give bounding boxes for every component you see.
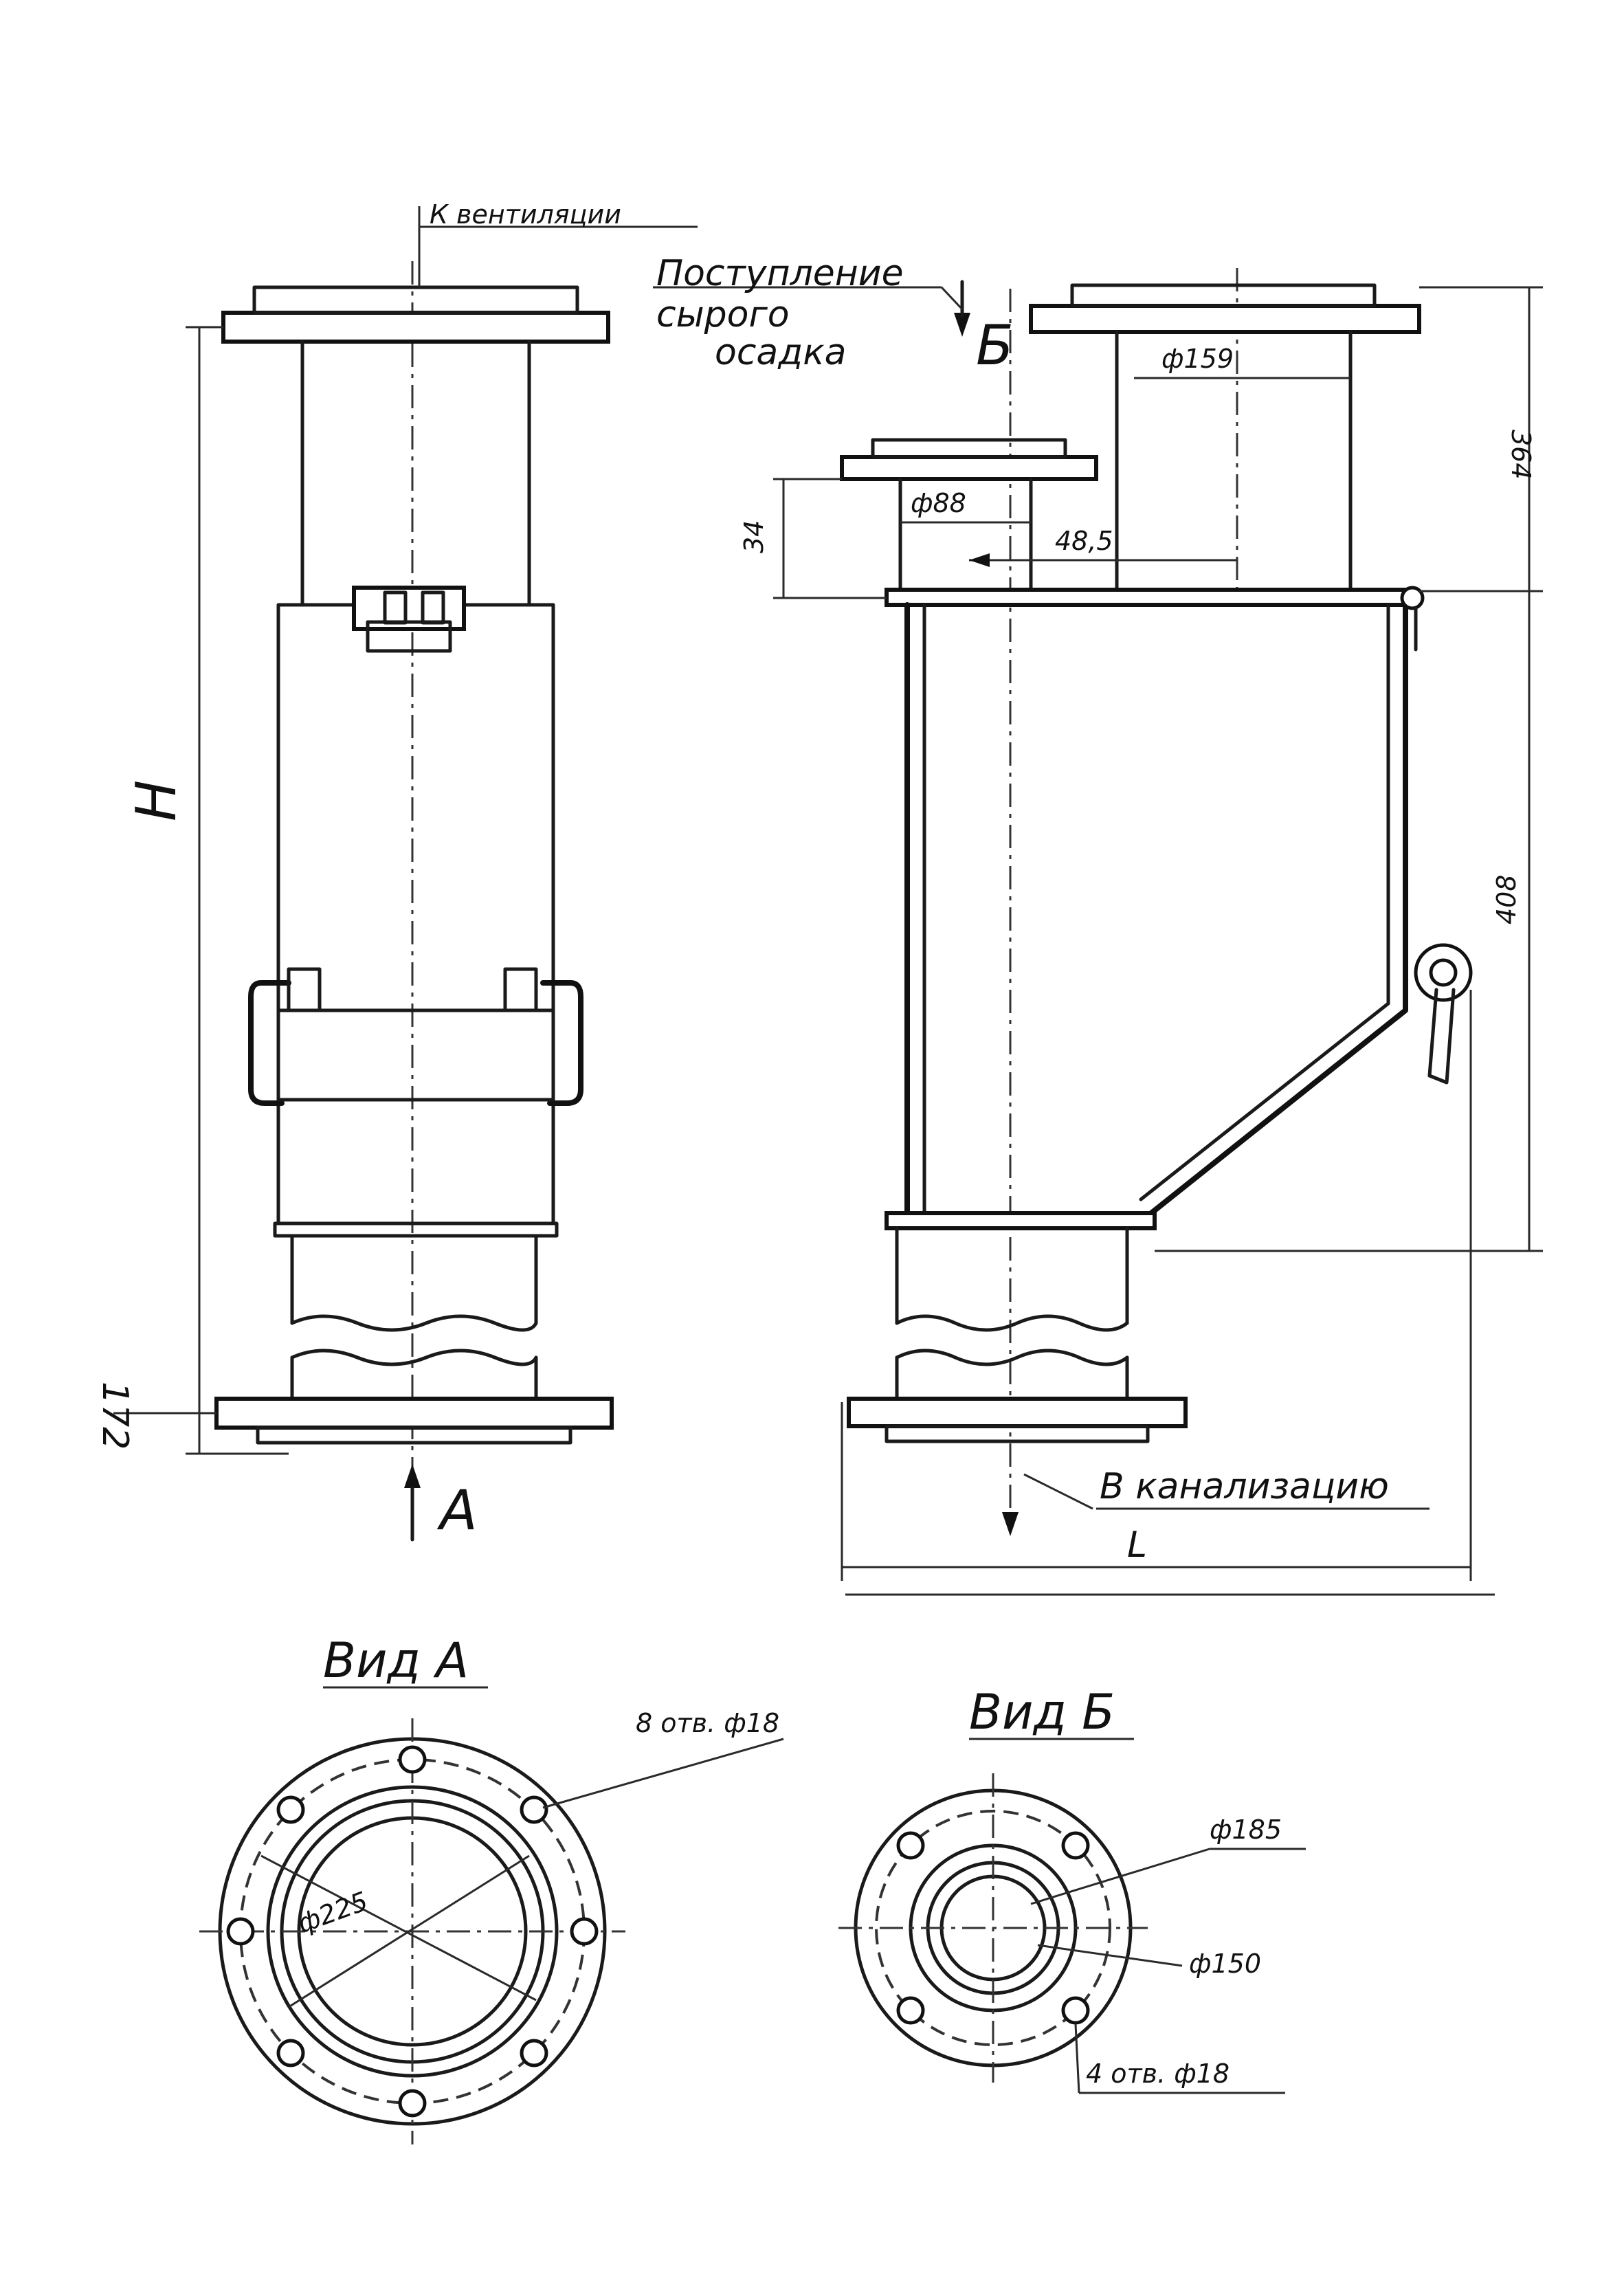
view-a-hole-7 <box>226 1917 255 1946</box>
vent-flange <box>1029 304 1421 334</box>
outlet-break-upper <box>895 1314 1129 1332</box>
top-flange <box>221 311 610 344</box>
view-b-hole-2 <box>1061 1831 1090 1860</box>
dia-150-leader <box>1037 1944 1183 1967</box>
sludge-note-leader <box>940 286 964 311</box>
dim-d159-label: ф159 <box>1161 344 1234 374</box>
dim-485-arrow <box>969 553 990 567</box>
outlet-flange-lip <box>885 1424 1150 1443</box>
sludge-note-line-1: Поступление <box>656 253 904 294</box>
bottom-flange-lip <box>256 1426 572 1445</box>
view-b-title: Вид Б <box>969 1684 1115 1740</box>
view-b-bolt-circle <box>875 1810 1111 2046</box>
top-flange-lip <box>252 285 579 315</box>
lower-band <box>273 1221 559 1238</box>
dim-172-label: 172 <box>94 1382 135 1450</box>
dim-34-label: 34 <box>739 520 769 553</box>
view-a-hole-2 <box>520 1795 548 1824</box>
view-b-hole-1 <box>896 1831 925 1860</box>
body-bottom-plate <box>885 1211 1157 1230</box>
left-view <box>113 261 614 1542</box>
view-a <box>199 1686 784 2144</box>
view-a-hole-1 <box>398 1745 427 1774</box>
view-a-diag-2 <box>288 1854 530 2008</box>
sludge-note-line-2: сырого <box>656 294 790 335</box>
hinge-pin-right <box>421 590 445 625</box>
to-sewer-label: В канализацию <box>1100 1466 1389 1507</box>
vent-note: К вентиляции <box>430 199 621 230</box>
outlet-break-lower <box>895 1349 1129 1366</box>
bottom-flange <box>214 1397 614 1430</box>
left-body <box>276 603 555 1226</box>
view-b-marker: Б <box>976 313 1014 377</box>
dia-150-label: ф150 <box>1189 1949 1261 1979</box>
dim-364-label: 364 <box>1506 430 1536 480</box>
view-b-hole-4 <box>896 1996 925 2025</box>
view-a-hole-3 <box>570 1917 599 1946</box>
outlet-flange <box>847 1397 1188 1428</box>
holes-4-leader <box>1074 2023 1080 2094</box>
arrow-b <box>954 313 970 337</box>
view-a-title: Вид А <box>323 1632 469 1689</box>
view-a-inner-1 <box>266 1785 559 2078</box>
arrow-sewer <box>1002 1512 1019 1536</box>
clamp-right <box>503 967 538 1012</box>
view-a-hole-6 <box>276 2039 305 2067</box>
sloped-bottom <box>1148 1001 1408 1216</box>
dim-d88-label: ф88 <box>911 488 966 518</box>
sewer-leader-diag <box>1023 1473 1093 1510</box>
dia-185-leader <box>1030 1848 1210 1905</box>
vent-flange-lip <box>1070 283 1377 308</box>
inlet-flange-lip <box>871 438 1067 459</box>
handle-left <box>248 980 291 1106</box>
drain-valve-core <box>1429 958 1458 987</box>
handle-right <box>540 980 583 1106</box>
dia-185-label: ф185 <box>1210 1815 1282 1845</box>
clamp-left <box>287 967 322 1012</box>
dim-408-label: 408 <box>1491 874 1522 924</box>
holes-8-leader <box>542 1738 784 1809</box>
view-a-marker: А <box>436 1478 478 1542</box>
body-top-plate <box>885 588 1411 607</box>
right-view <box>773 268 1543 1596</box>
inlet-flange <box>840 455 1098 481</box>
view-b-hole-3 <box>1061 1996 1090 2025</box>
sludge-note-line-3: осадка <box>715 332 847 373</box>
dim-H-label: Н <box>124 780 188 821</box>
view-a-hole-4 <box>520 2039 548 2067</box>
view-a-diag-1 <box>260 1854 537 2002</box>
break-line-lower <box>290 1349 538 1366</box>
holes-8-label: 8 отв. ф18 <box>636 1708 779 1738</box>
break-line-upper <box>290 1314 538 1332</box>
dim-L-label: L <box>1127 1524 1147 1566</box>
holes-4-label: 4 отв. ф18 <box>1086 2059 1230 2089</box>
hinge-pin-left <box>383 590 408 625</box>
view-b <box>838 1738 1306 2094</box>
arrow-a <box>404 1464 421 1488</box>
dim-485-label: 48,5 <box>1055 526 1113 556</box>
valve-handle <box>1427 988 1456 1085</box>
hinge-lower <box>366 620 452 653</box>
view-a-hole-8 <box>276 1795 305 1824</box>
sloped-bottom-inner <box>1139 1001 1390 1201</box>
view-a-hole-5 <box>398 2089 427 2118</box>
lid-hinge <box>1400 586 1425 610</box>
